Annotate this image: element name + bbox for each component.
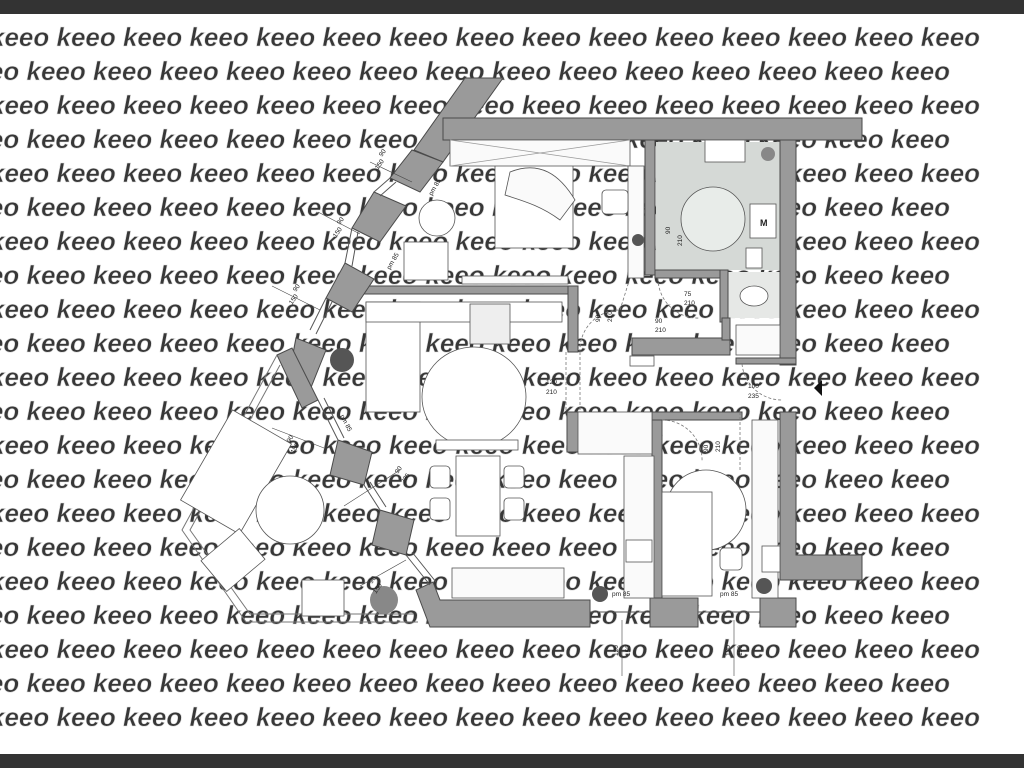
svg-text:90: 90 [703, 444, 710, 452]
svg-text:150: 150 [625, 645, 632, 656]
svg-text:120: 120 [546, 379, 557, 386]
svg-text:100: 100 [748, 383, 759, 390]
windows [309, 177, 760, 613]
svg-text:90: 90 [292, 283, 302, 293]
furniture [180, 139, 781, 617]
svg-text:keeo keeo keeo keeo keeo keeo: keeo keeo keeo keeo keeo keeo keeo keeo … [0, 702, 980, 732]
door-swings [565, 277, 783, 470]
svg-text:keeo keeo keeo keeo keeo keeo: keeo keeo keeo keeo keeo keeo keeo keeo … [0, 22, 980, 52]
svg-text:120: 120 [613, 645, 620, 656]
svg-text:pm 85: pm 85 [720, 591, 738, 598]
dimension-labels: 90 150 90 150 90 150 90 150 90 150 90 23… [286, 148, 760, 656]
plants [330, 147, 775, 614]
svg-text:75: 75 [684, 291, 692, 298]
top-frame-bar [0, 0, 1024, 14]
svg-text:keeo keeo keeo keeo keeo keeo: keeo keeo keeo keeo keeo keeo keeo keeo … [0, 226, 980, 256]
svg-text:210: 210 [655, 327, 666, 334]
svg-text:keeo keeo keeo keeo keeo keeo: keeo keeo keeo keeo keeo keeo keeo keeo … [0, 634, 980, 664]
bathroom-tile-letter: M [760, 218, 768, 228]
dimension-lines [271, 161, 735, 676]
kitchen-counter [451, 567, 565, 599]
walls [276, 77, 863, 628]
svg-text:keeo keeo keeo keeo keeo keeo: keeo keeo keeo keeo keeo keeo keeo keeo … [0, 668, 950, 698]
bottom-frame-bar [0, 754, 1024, 768]
svg-text:150: 150 [290, 442, 302, 455]
svg-text:keeo keeo keeo keeo keeo keeo: keeo keeo keeo keeo keeo keeo keeo keeo … [0, 192, 950, 222]
svg-text:90: 90 [368, 575, 378, 585]
svg-text:210: 210 [684, 300, 695, 307]
svg-text:210: 210 [546, 389, 557, 396]
dining-table [455, 455, 501, 537]
bed-right [661, 491, 713, 597]
svg-text:90: 90 [286, 434, 296, 444]
svg-text:pm 85: pm 85 [612, 591, 630, 598]
svg-text:90: 90 [336, 216, 346, 226]
entrance-arrow-icon [814, 380, 822, 396]
svg-text:90: 90 [655, 318, 663, 325]
svg-text:90: 90 [394, 465, 404, 475]
svg-text:90: 90 [378, 148, 388, 158]
svg-text:120: 120 [725, 645, 732, 656]
svg-text:235: 235 [748, 393, 759, 400]
svg-text:210: 210 [607, 311, 614, 322]
svg-text:210: 210 [677, 235, 684, 246]
svg-text:90: 90 [595, 314, 602, 322]
svg-text:150: 150 [737, 645, 744, 656]
svg-text:90: 90 [665, 226, 672, 234]
svg-text:210: 210 [715, 441, 722, 452]
armchair [403, 241, 449, 281]
